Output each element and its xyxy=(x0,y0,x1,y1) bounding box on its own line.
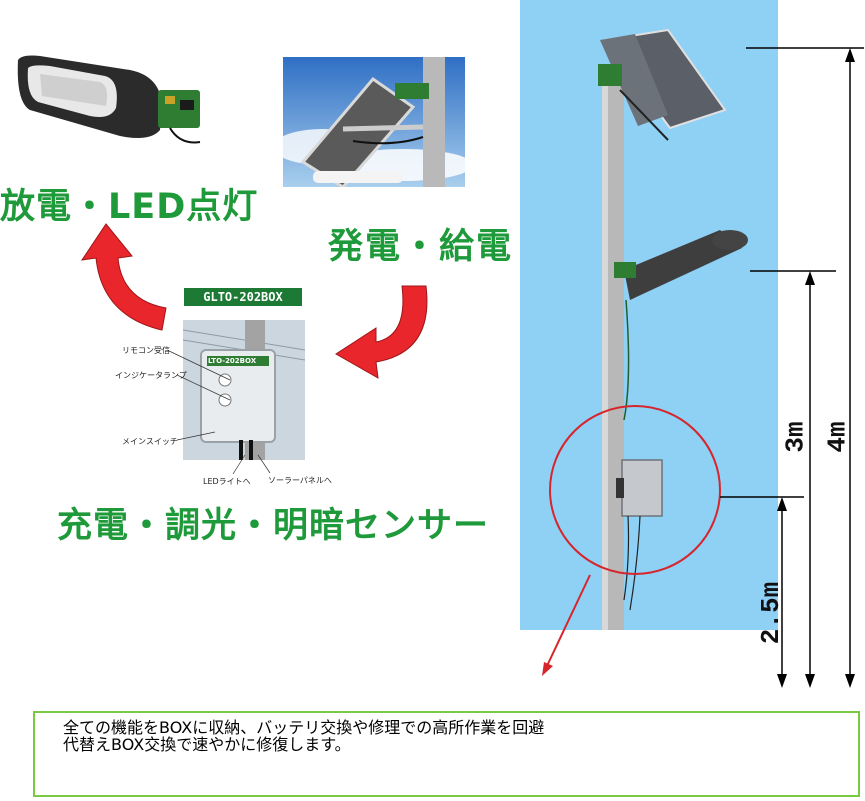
callout-main-switch: メインスイッチ xyxy=(122,437,178,446)
note-box: 全ての機能をBOXに収納、バッテリ交換や修理での高所作業を回避 代替えBOX交換… xyxy=(33,711,860,797)
callout-to-led-light: LEDライトへ xyxy=(203,477,251,486)
box-highlight xyxy=(542,405,721,676)
generation-label: 発電・給電 xyxy=(328,227,514,267)
callout-remote-receiver: リモコン受信 xyxy=(122,346,170,355)
dimension-4m: 4m xyxy=(822,421,853,453)
model-tag: GLTO-202BOX xyxy=(184,288,302,306)
callout-indicator-lamp: インジケータランプ xyxy=(115,371,187,380)
generation-arrow xyxy=(335,285,428,379)
solar-panel-photo xyxy=(283,57,465,187)
dimension-2-5m: 2.5m xyxy=(756,581,787,645)
box-face-label: LTO-202BOX xyxy=(208,357,257,365)
note-line-2: 代替えBOX交換で速やかに修復します。 xyxy=(63,735,351,754)
led-light-photo xyxy=(10,50,205,150)
box-functions-label: 充電・調光・明暗センサー xyxy=(57,506,490,546)
discharge-arrow xyxy=(80,223,167,331)
callout-leader-lines xyxy=(166,349,271,475)
callout-to-solar-panel: ソーラーパネルへ xyxy=(268,476,332,485)
dimension-lines xyxy=(720,47,864,688)
control-box-photo xyxy=(183,320,305,460)
discharge-label: 放電・LED点灯 xyxy=(0,187,259,227)
note-line-1: 全ての機能をBOXに収納、バッテリ交換や修理での高所作業を回避 xyxy=(63,718,545,737)
pole-photo xyxy=(520,0,778,630)
dimension-3m: 3m xyxy=(780,421,811,453)
